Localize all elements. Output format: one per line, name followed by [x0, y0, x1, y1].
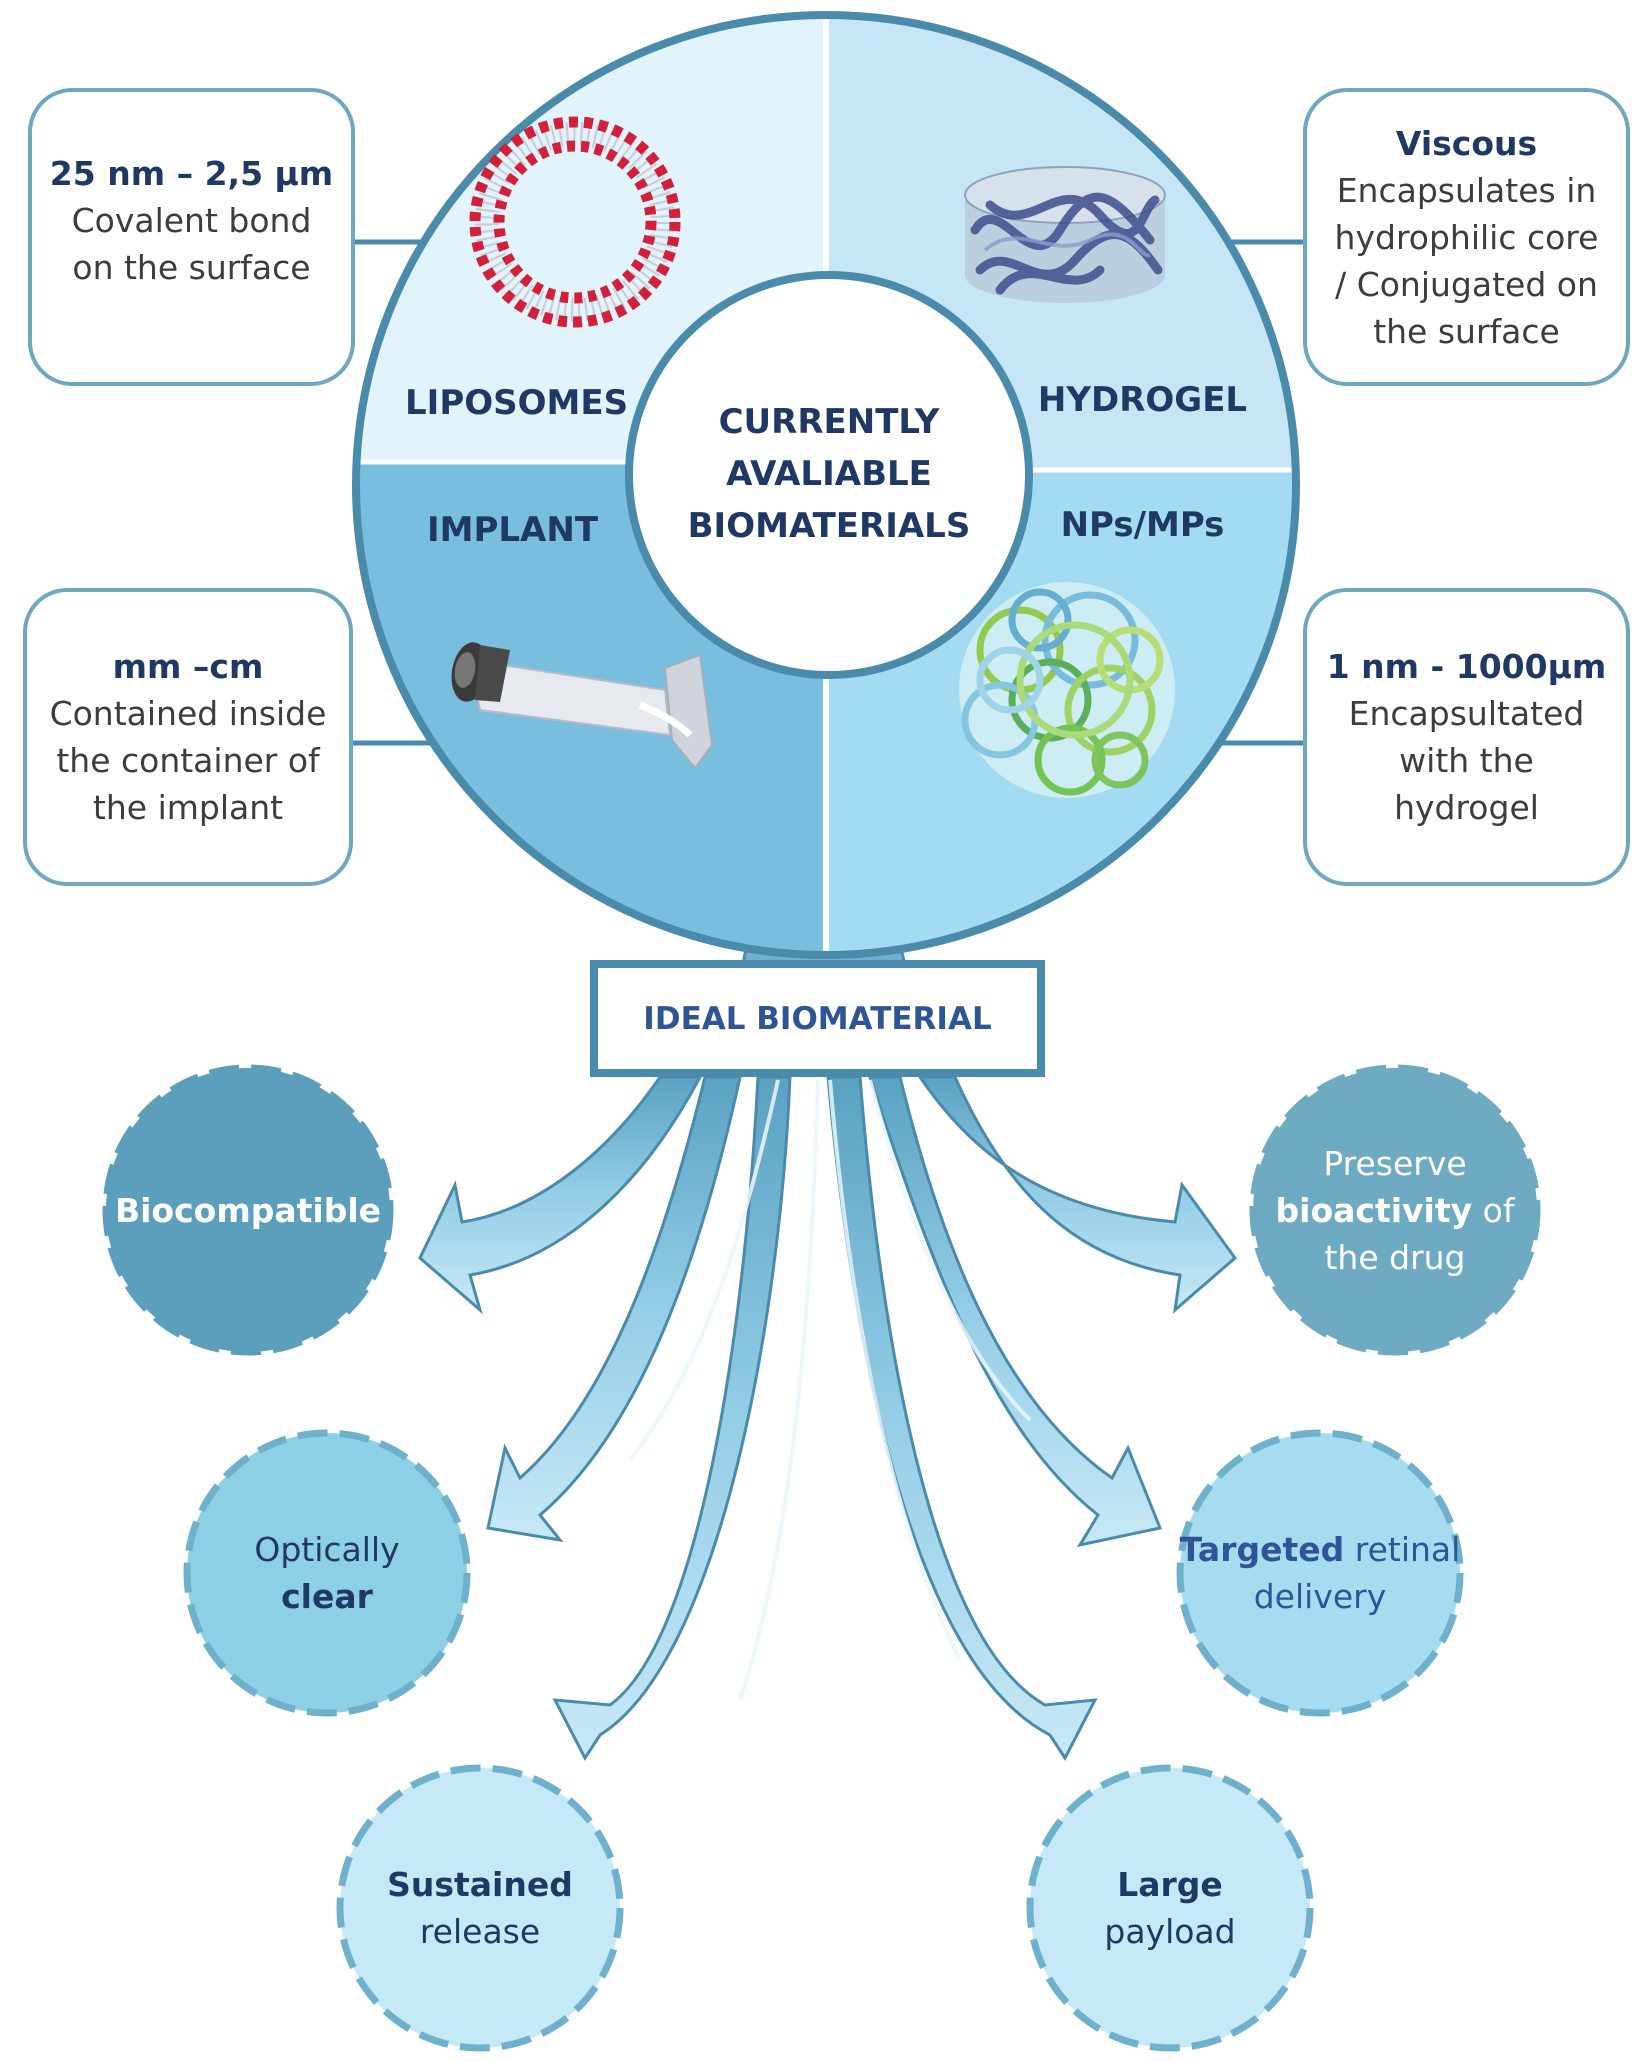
optically-bold: clear	[281, 1577, 373, 1616]
center-line-2: AVALIABLE	[726, 454, 932, 494]
implant-desc-1: Contained inside	[49, 694, 327, 733]
hydrogel-desc-3: / Conjugated on	[1335, 264, 1598, 304]
nps-size: 1 nm - 1000µm	[1326, 647, 1607, 686]
targeted-retinal: retinal	[1344, 1530, 1461, 1569]
optically-line-1: Optically	[254, 1530, 400, 1569]
biocompatible-label: Biocompatible	[114, 1190, 382, 1230]
property-circles-bg	[102, 1064, 1541, 2052]
arrow-to-bioactivity	[917, 1075, 1238, 1314]
liposomes-desc-2: on the surface	[72, 248, 311, 287]
hydrogel-desc-1: Encapsulates in	[1336, 170, 1597, 210]
arrow-to-sustained	[552, 1075, 792, 1761]
center-line-1: CURRENTLY	[718, 402, 940, 442]
hydrogel-icon	[964, 166, 1166, 303]
liposome-icon	[469, 116, 681, 328]
segment-label-hydrogel: HYDROGEL	[1037, 380, 1248, 420]
arrow-to-optically	[486, 1075, 742, 1543]
liposomes-size: 25 nm – 2,5 µm	[49, 154, 334, 193]
hydrogel-desc-2: hydrophilic core	[1334, 217, 1599, 257]
property-large-payload: Large payload	[1030, 1768, 1310, 2048]
nps-desc-1: Encapsultated	[1348, 694, 1585, 733]
center-circle	[625, 271, 1033, 679]
sustained-bold: Sustained	[387, 1865, 573, 1904]
implant-desc-2: the container of	[56, 741, 320, 780]
hydrogel-title: Viscous	[1395, 123, 1538, 163]
arrow-to-payload	[826, 1075, 1098, 1761]
hydrogel-desc-4: the surface	[1373, 311, 1560, 351]
liposomes-desc-1: Covalent bond	[71, 201, 312, 240]
bioactivity-of: of	[1472, 1190, 1515, 1230]
property-sustained-release: Sustained release	[340, 1768, 620, 2048]
property-targeted-delivery: Targeted retinal delivery	[1179, 1433, 1461, 1713]
property-biocompatible: Biocompatible	[106, 1068, 390, 1352]
property-optically-clear: Optically clear	[187, 1433, 467, 1713]
property-bioactivity: Preserve bioactivity of the drug	[1253, 1068, 1537, 1352]
center-title: CURRENTLY AVALIABLE BIOMATERIALS	[659, 396, 999, 552]
bioactivity-line-1: Preserve	[1323, 1143, 1467, 1183]
arrow-to-biocompatible	[418, 1075, 703, 1315]
nps-desc-2: with the	[1399, 741, 1534, 780]
sustained-line-2: release	[419, 1912, 541, 1951]
implant-icon	[451, 642, 714, 770]
nps-info-box: 1 nm - 1000µm Encapsultated with the hyd…	[1303, 588, 1630, 886]
segment-label-implant: IMPLANT	[426, 510, 599, 550]
hydrogel-info-box: Viscous Encapsulates in hydrophilic core…	[1303, 88, 1630, 386]
liposomes-info-box: 25 nm – 2,5 µm Covalent bond on the surf…	[28, 88, 355, 386]
targeted-bold: Targeted	[1179, 1530, 1345, 1569]
arrow-to-targeted	[867, 1075, 1163, 1548]
bioactivity-line-3: the drug	[1324, 1237, 1466, 1277]
implant-size: mm –cm	[112, 647, 264, 686]
ideal-biomaterial-label: IDEAL BIOMATERIAL	[643, 1000, 992, 1037]
ideal-biomaterial-box: IDEAL BIOMATERIAL	[590, 960, 1045, 1077]
implant-desc-3: the implant	[92, 788, 284, 827]
center-line-3: BIOMATERIALS	[687, 506, 971, 546]
nps-desc-3: hydrogel	[1394, 788, 1539, 827]
targeted-line-2: delivery	[1253, 1577, 1387, 1616]
payload-bold: Large	[1117, 1865, 1223, 1904]
nanoparticle-icon	[959, 582, 1175, 798]
segment-label-nps: NPs/MPs	[1060, 505, 1225, 545]
payload-line-2: payload	[1104, 1912, 1236, 1951]
implant-info-box: mm –cm Contained inside the container of…	[23, 588, 353, 886]
bioactivity-bold: bioactivity	[1275, 1190, 1473, 1230]
segment-label-liposomes: LIPOSOMES	[405, 383, 629, 423]
